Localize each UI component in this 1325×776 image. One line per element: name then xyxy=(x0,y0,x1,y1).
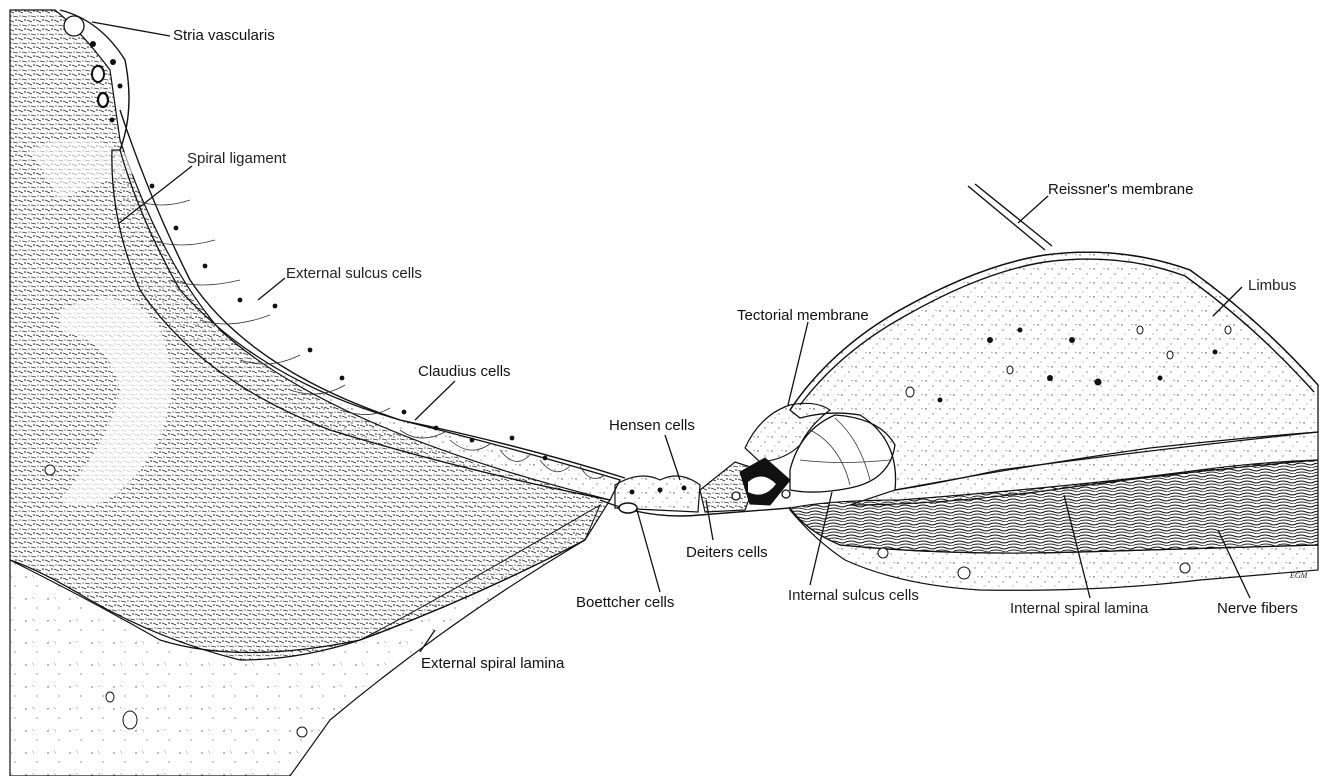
label-claudius-cells: Claudius cells xyxy=(418,363,511,380)
label-internal-spiral-lamina: Internal spiral lamina xyxy=(1010,600,1149,617)
hensen-boettcher-cells xyxy=(615,476,700,513)
label-deiters-cells: Deiters cells xyxy=(686,544,768,561)
organ-of-corti xyxy=(700,458,790,512)
label-nerve-fibers: Nerve fibers xyxy=(1217,600,1298,617)
label-spiral-ligament: Spiral ligament xyxy=(187,150,287,167)
artist-signature: EGM xyxy=(1289,571,1309,580)
label-reissners-membrane: Reissner's membrane xyxy=(1048,181,1193,198)
label-tectorial-membrane: Tectorial membrane xyxy=(737,307,869,324)
label-stria-vascularis: Stria vascularis xyxy=(173,27,275,44)
label-external-sulcus-cells: External sulcus cells xyxy=(286,265,422,282)
label-hensen-cells: Hensen cells xyxy=(609,417,695,434)
label-internal-sulcus-cells: Internal sulcus cells xyxy=(788,587,919,604)
label-boettcher-cells: Boettcher cells xyxy=(576,594,674,611)
label-limbus: Limbus xyxy=(1248,277,1296,294)
label-external-spiral-lamina: External spiral lamina xyxy=(421,655,565,672)
